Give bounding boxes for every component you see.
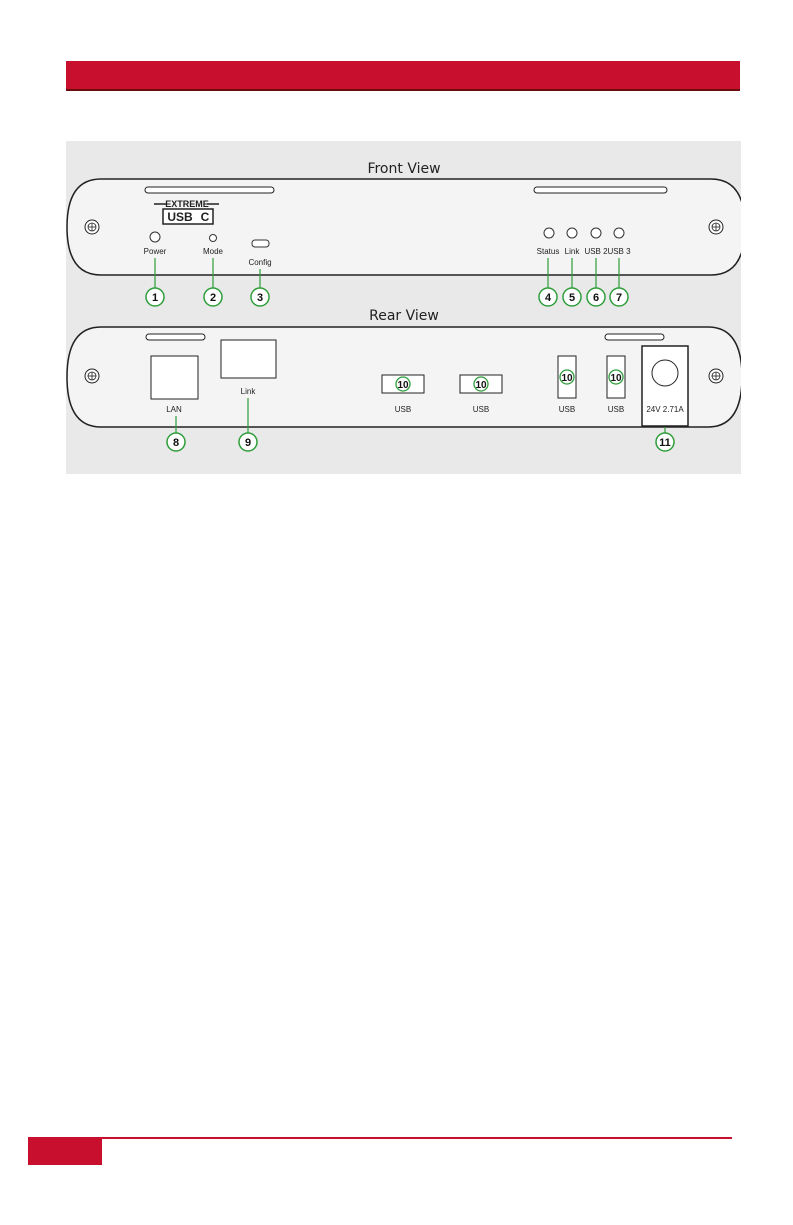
port-label: LAN bbox=[166, 405, 182, 414]
link-led bbox=[567, 228, 577, 238]
callout-10: 10 bbox=[396, 377, 410, 391]
svg-text:1: 1 bbox=[152, 292, 158, 304]
port-label: Link bbox=[241, 387, 257, 396]
callout-2: 2 bbox=[204, 288, 222, 306]
callout-1: 1 bbox=[146, 288, 164, 306]
power-rating: 24V 2.71A bbox=[646, 405, 684, 414]
power-led bbox=[150, 232, 160, 242]
footer-page-tab bbox=[28, 1139, 102, 1165]
screw-icon bbox=[85, 369, 99, 383]
port-label: USB bbox=[395, 405, 411, 414]
callout-10: 10 bbox=[474, 377, 488, 391]
svg-text:3: 3 bbox=[257, 292, 263, 304]
config-port bbox=[252, 240, 269, 247]
svg-text:7: 7 bbox=[616, 292, 622, 304]
screw-icon bbox=[709, 369, 723, 383]
lan-port bbox=[151, 356, 198, 399]
port-label: Config bbox=[248, 258, 271, 267]
port-label: Link bbox=[565, 247, 581, 256]
port-label: USB 2 bbox=[584, 247, 608, 256]
link-port bbox=[221, 340, 276, 378]
svg-text:C: C bbox=[201, 210, 210, 224]
rear-vent-left bbox=[146, 334, 205, 340]
device-panel-figure: Front View EXTREME USB C Power Mode Conf… bbox=[66, 141, 741, 474]
front-vent-right bbox=[534, 187, 667, 193]
header-bar bbox=[66, 61, 740, 91]
status-led bbox=[544, 228, 554, 238]
callout-3: 3 bbox=[251, 288, 269, 306]
footer-rule bbox=[28, 1137, 732, 1139]
front-vent-left bbox=[145, 187, 274, 193]
rear-vent-right bbox=[605, 334, 664, 340]
callout-8: 8 bbox=[167, 433, 185, 451]
svg-text:8: 8 bbox=[173, 437, 179, 449]
svg-text:10: 10 bbox=[475, 380, 487, 391]
port-label: USB bbox=[608, 405, 624, 414]
callout-6: 6 bbox=[587, 288, 605, 306]
screw-icon bbox=[85, 220, 99, 234]
mode-button bbox=[210, 235, 217, 242]
callout-4: 4 bbox=[539, 288, 557, 306]
screw-icon bbox=[709, 220, 723, 234]
svg-text:9: 9 bbox=[245, 437, 251, 449]
front-view-title: Front View bbox=[367, 161, 440, 177]
callout-7: 7 bbox=[610, 288, 628, 306]
port-label: Power bbox=[144, 247, 167, 256]
port-label: Mode bbox=[203, 247, 224, 256]
rear-view-title: Rear View bbox=[369, 308, 439, 324]
svg-text:5: 5 bbox=[569, 292, 575, 304]
svg-text:2: 2 bbox=[210, 292, 216, 304]
port-label: Status bbox=[537, 247, 560, 256]
svg-text:6: 6 bbox=[593, 292, 599, 304]
usb3-led bbox=[614, 228, 624, 238]
callout-11: 11 bbox=[656, 433, 674, 451]
port-label: USB 3 bbox=[607, 247, 631, 256]
svg-text:10: 10 bbox=[397, 380, 409, 391]
power-jack bbox=[652, 360, 678, 386]
port-label: USB bbox=[559, 405, 575, 414]
svg-text:11: 11 bbox=[659, 437, 671, 449]
callout-10: 10 bbox=[560, 370, 574, 384]
svg-text:4: 4 bbox=[545, 292, 552, 304]
port-label: USB bbox=[473, 405, 489, 414]
svg-text:EXTREME: EXTREME bbox=[165, 199, 209, 209]
svg-text:10: 10 bbox=[561, 373, 573, 384]
svg-text:10: 10 bbox=[610, 373, 622, 384]
svg-text:USB: USB bbox=[167, 210, 193, 224]
callout-10: 10 bbox=[609, 370, 623, 384]
callout-5: 5 bbox=[563, 288, 581, 306]
callout-9: 9 bbox=[239, 433, 257, 451]
usb2-led bbox=[591, 228, 601, 238]
